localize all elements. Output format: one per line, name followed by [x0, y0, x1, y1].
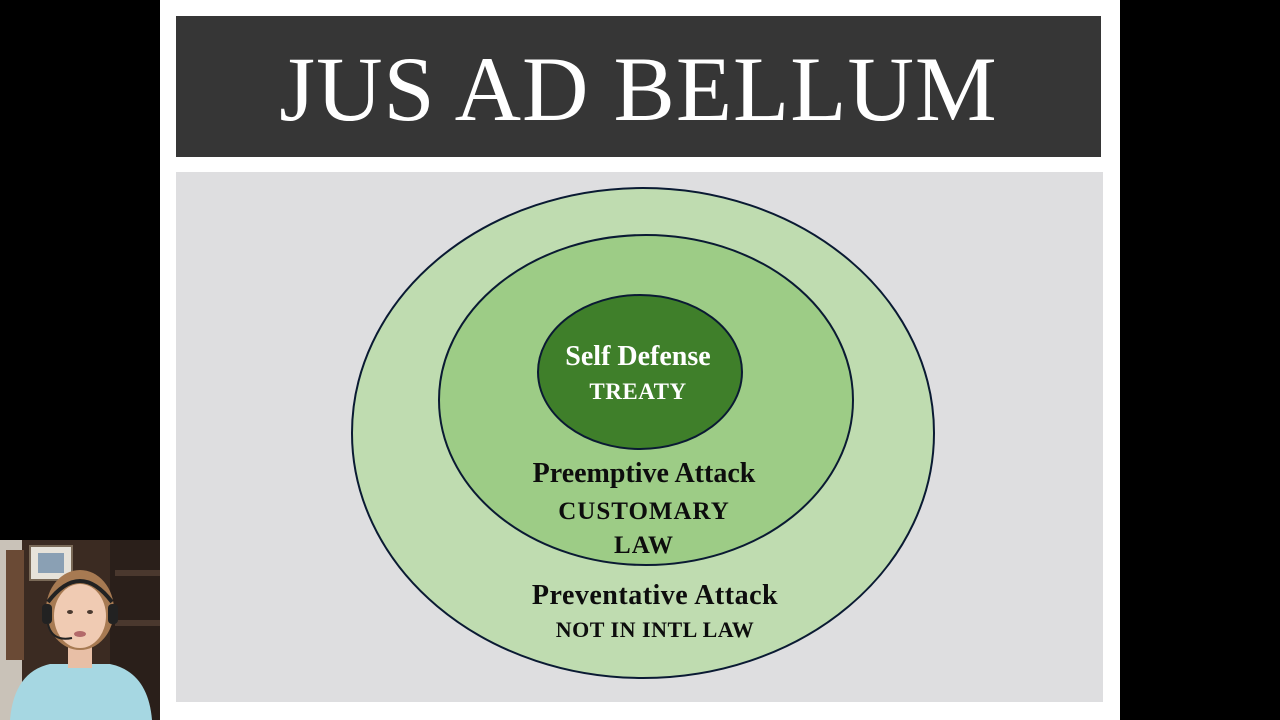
- middle-ring-category-line1: CUSTOMARY: [558, 498, 730, 525]
- inner-ring: [537, 294, 743, 450]
- slide-title-bar: JUS AD BELLUM: [176, 16, 1101, 157]
- outer-ring-name: Preventative Attack: [531, 580, 779, 611]
- slide-title: JUS AD BELLUM: [279, 37, 998, 140]
- presentation-slide: JUS AD BELLUM Self Defense TREATY Preemp…: [160, 0, 1120, 720]
- presenter-webcam-icon: [0, 540, 160, 720]
- middle-ring-name: Preemptive Attack: [532, 458, 756, 489]
- nested-ellipse-diagram: [351, 187, 935, 679]
- middle-ring-category-line2: LAW: [614, 532, 674, 559]
- inner-ring-name: Self Defense: [565, 341, 711, 372]
- presenter-webcam: [0, 540, 160, 720]
- inner-ring-category: TREATY: [589, 379, 687, 404]
- diagram-panel: Self Defense TREATY Preemptive Attack CU…: [176, 172, 1103, 702]
- outer-ring-category: NOT IN INTL LAW: [555, 617, 755, 642]
